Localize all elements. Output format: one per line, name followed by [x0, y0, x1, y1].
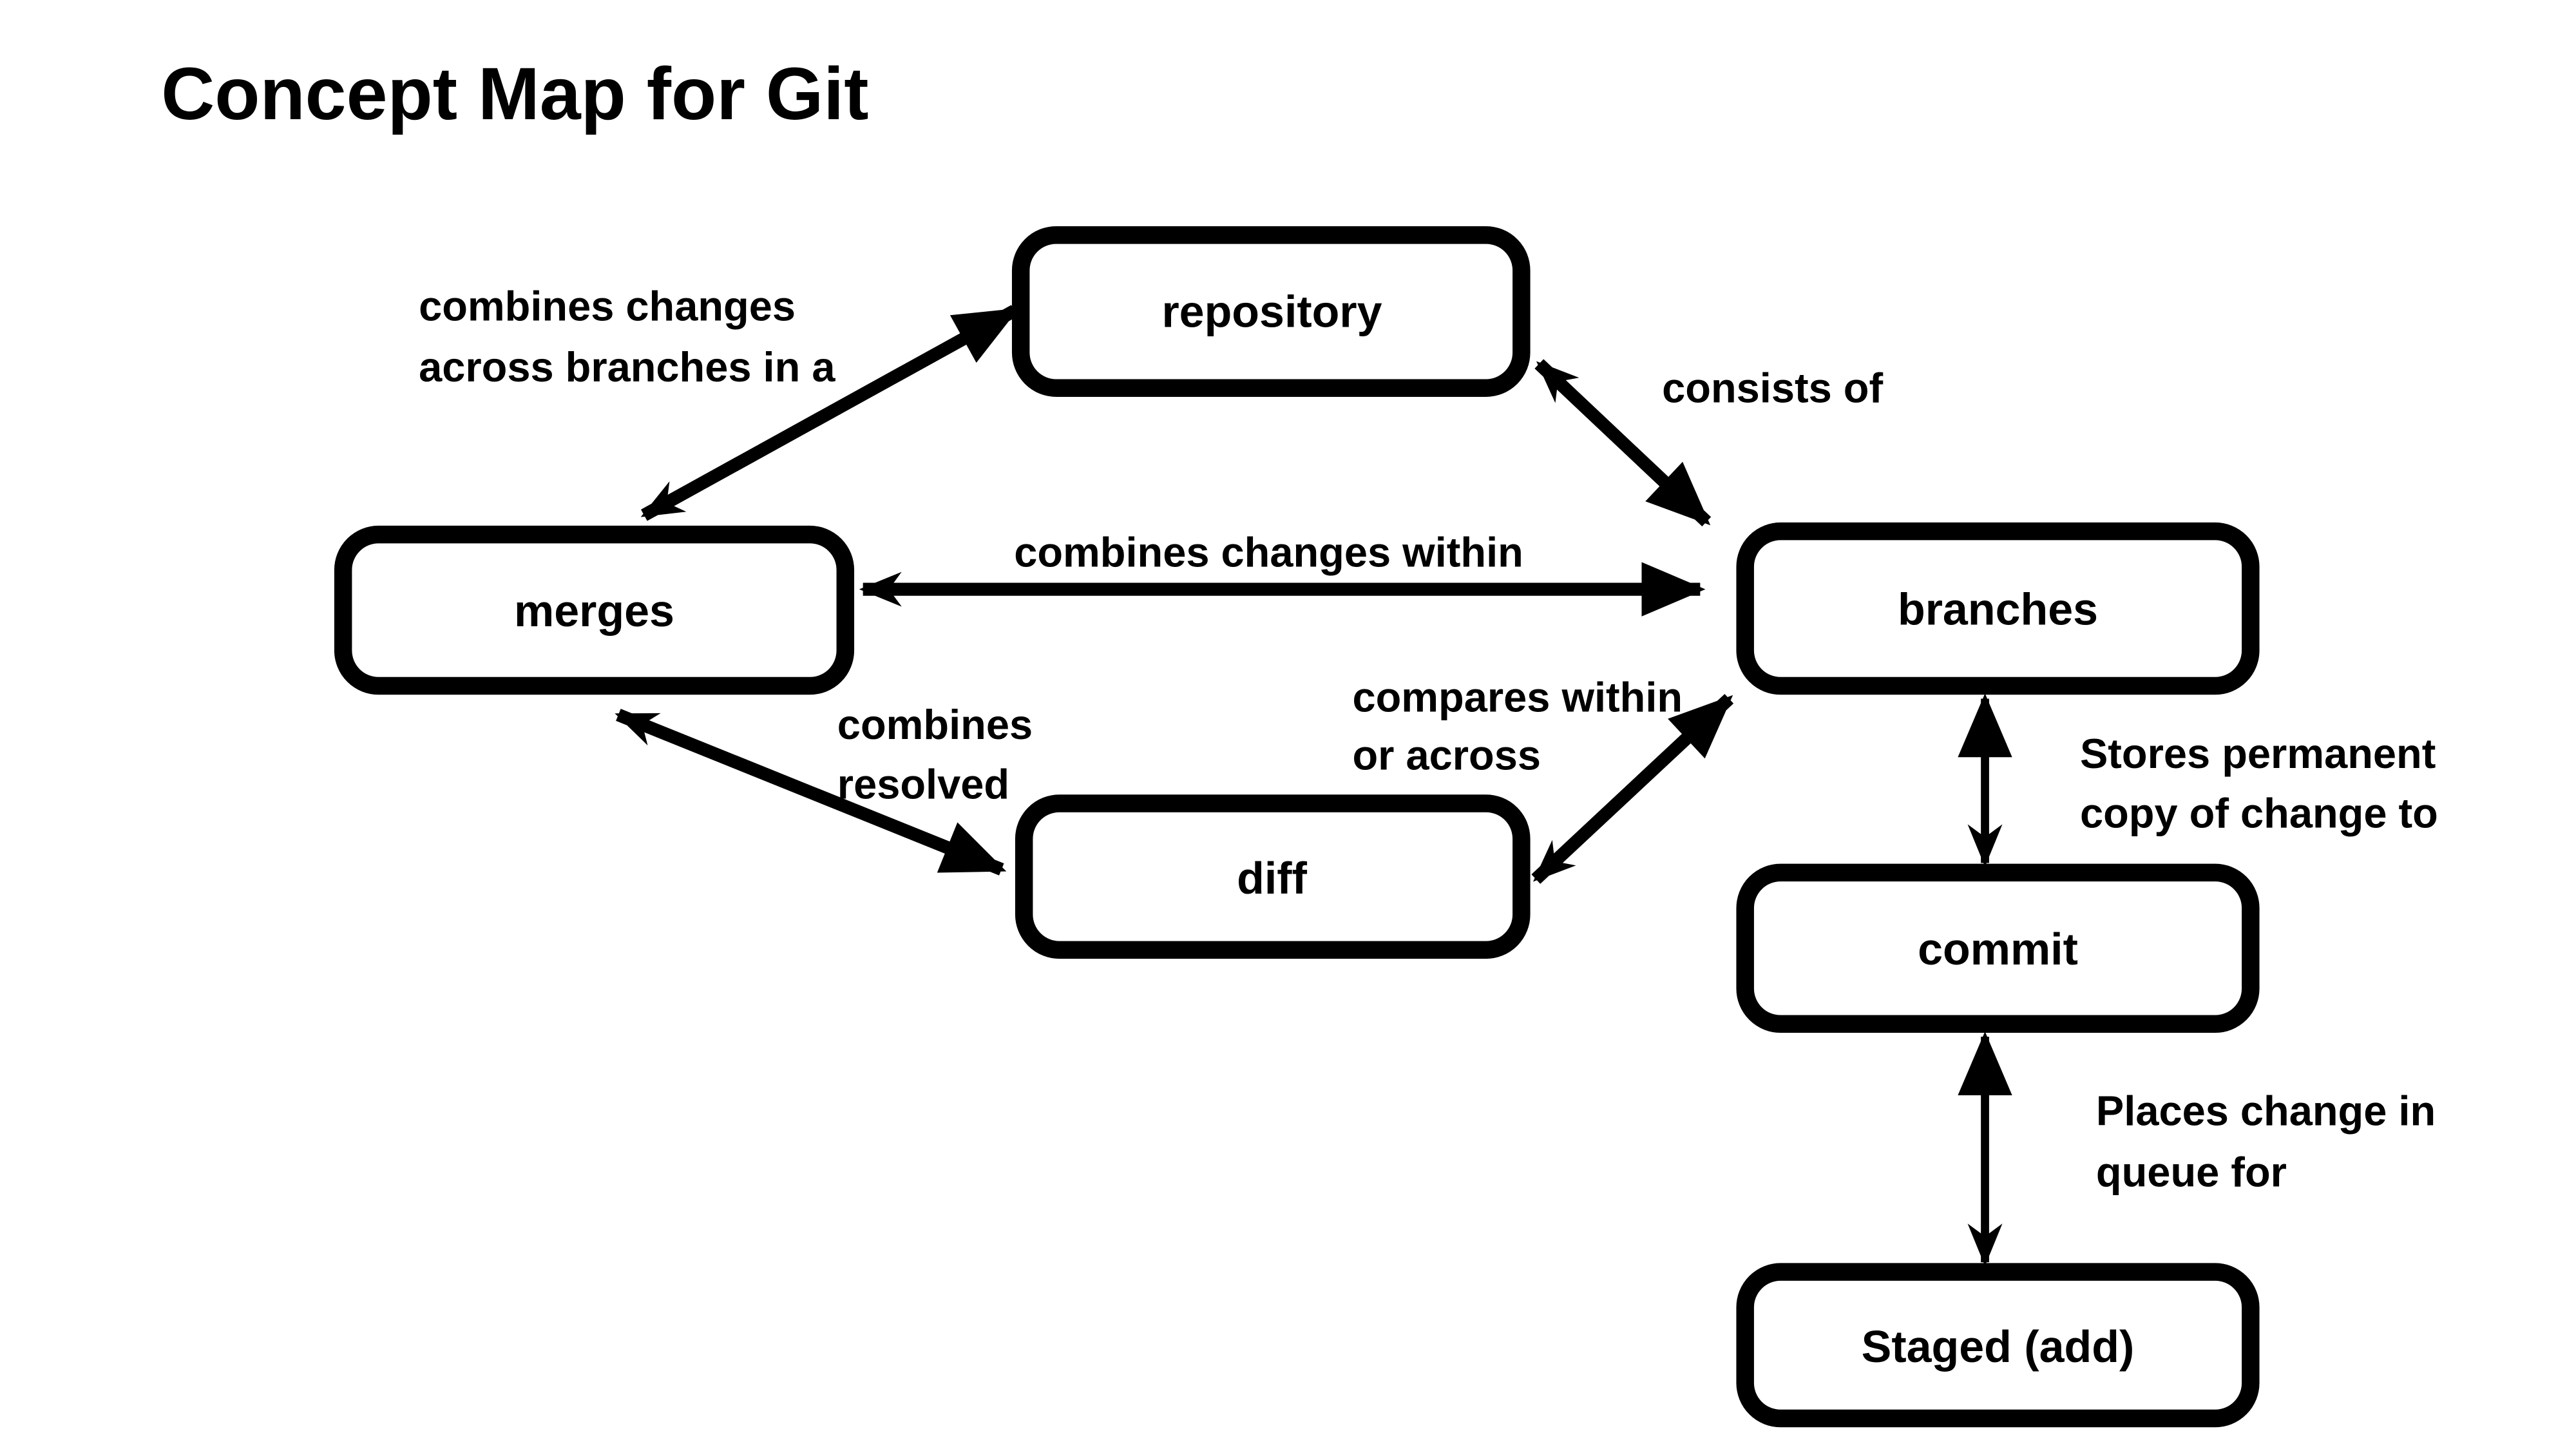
edge-label-line: copy of change to — [2080, 789, 2438, 836]
node-branches: branches — [1736, 522, 2260, 695]
edge-label-line: combines changes — [419, 282, 796, 329]
arrow-merges-repository — [640, 305, 1019, 521]
node-diff-box — [1015, 794, 1531, 959]
node-repository: repository — [1011, 226, 1531, 397]
node-diff: diff — [1015, 794, 1531, 959]
edge-label-merges-repository: combines changes across branches in a — [419, 282, 835, 390]
node-merges: merges — [334, 525, 855, 695]
edge-label-line: across branches in a — [419, 343, 835, 390]
node-merges-label: merges — [514, 586, 674, 636]
node-commit-label: commit — [1918, 924, 2078, 974]
arrow-repository-branches — [1534, 359, 1712, 526]
edge-label-diff-branches: compares within or across — [1352, 674, 1683, 779]
arrow-diff-branches — [1531, 694, 1734, 884]
node-repository-label: repository — [1161, 286, 1382, 336]
node-diff-label: diff — [1237, 853, 1307, 903]
page-title: Concept Map for Git — [161, 53, 868, 135]
edge-label-line: resolved — [837, 760, 1009, 807]
node-staged-label: Staged (add) — [1862, 1321, 2135, 1372]
node-commit-box — [1736, 863, 2260, 1033]
node-staged-box — [1736, 1263, 2260, 1428]
node-branches-box — [1736, 522, 2260, 695]
edge-label-line: queue for — [2096, 1149, 2287, 1196]
edge-label-line: Stores permanent — [2080, 730, 2436, 777]
node-commit: commit — [1736, 863, 2260, 1033]
edge-label-line: combines changes within — [1014, 529, 1523, 576]
edge-label-line: consists of — [1662, 365, 1883, 412]
edge-label-merges-branches: combines changes within — [1014, 529, 1523, 576]
edge-label-line: Places change in — [2096, 1088, 2436, 1135]
edge-label-repository-branches: consists of — [1662, 365, 1883, 412]
edge-label-commit-staged: Places change in queue for — [2096, 1088, 2436, 1196]
node-staged: Staged (add) — [1736, 1263, 2260, 1428]
node-repository-box — [1011, 226, 1531, 397]
node-branches-label: branches — [1898, 584, 2098, 635]
edge-label-line: compares within — [1352, 674, 1683, 721]
edge-label-branches-commit: Stores permanent copy of change to — [2080, 730, 2438, 836]
edge-label-line: or across — [1352, 731, 1541, 778]
edge-label-line: combines — [837, 701, 1033, 748]
node-merges-box — [334, 525, 855, 695]
arrow-merges-diff — [615, 709, 1007, 876]
edge-label-merges-diff: combines resolved — [837, 701, 1033, 807]
